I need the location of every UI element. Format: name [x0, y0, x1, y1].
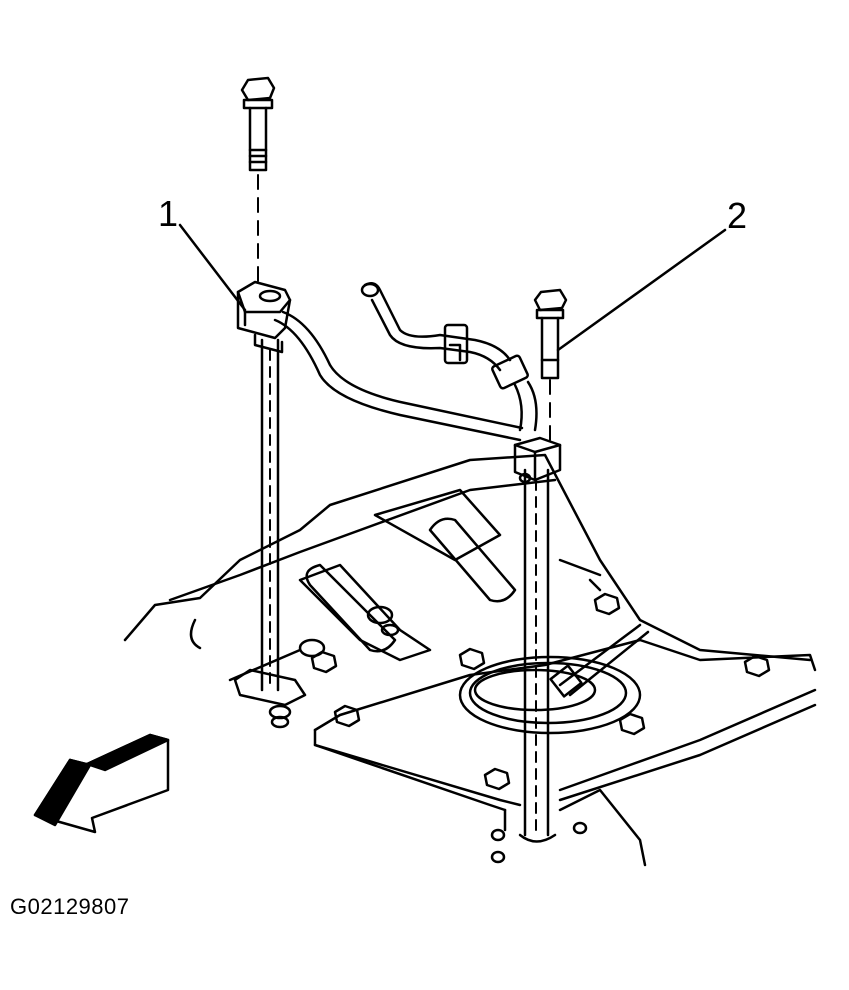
- figure-code: G02129807: [10, 894, 130, 919]
- crossmember-rail: [313, 638, 817, 867]
- bolt-2-icon: [533, 288, 568, 441]
- left-hanger-rod: [233, 338, 307, 729]
- front-direction-arrow-icon: [33, 733, 170, 834]
- upper-hose-assembly: [360, 282, 538, 432]
- right-clip-bracket: [513, 436, 562, 484]
- right-hanger-rod: [490, 468, 588, 864]
- underbody-floor-panel: [123, 453, 812, 682]
- access-cover-plate: [458, 655, 642, 735]
- mounting-nuts: [310, 592, 771, 791]
- callout-2-leader: [556, 228, 727, 352]
- pipe-line: [273, 310, 524, 442]
- bolt-1-icon: [240, 76, 276, 286]
- left-clip-bracket: [236, 280, 292, 354]
- cable-line: [549, 623, 650, 698]
- callout-1-number: 1: [158, 193, 179, 234]
- callout-2-number: 2: [727, 195, 748, 236]
- callout-1-leader: [178, 223, 247, 312]
